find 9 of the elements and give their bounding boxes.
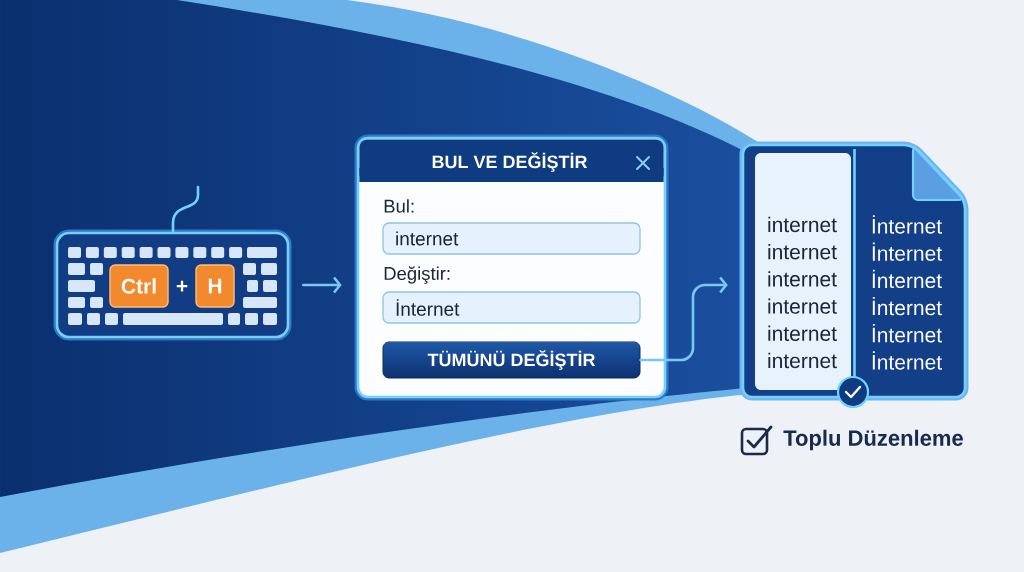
text-column: İnternet İnternet İnternet İnternet İnternet İnternet xyxy=(872,215,942,370)
field-label: Bul: xyxy=(384,199,414,213)
node-label: Toplu Düzenleme xyxy=(783,429,963,451)
input-field: internet xyxy=(382,222,641,255)
input-field: İnternet xyxy=(382,291,641,324)
title-bar: BUL VE DEĞİŞTİR xyxy=(359,139,664,182)
text-column: internet internet internet internet internet internet xyxy=(755,153,851,390)
field-label: Değiştir: xyxy=(384,266,450,284)
action-button: TÜMÜNÜ DEĞİŞTİR xyxy=(382,341,641,379)
